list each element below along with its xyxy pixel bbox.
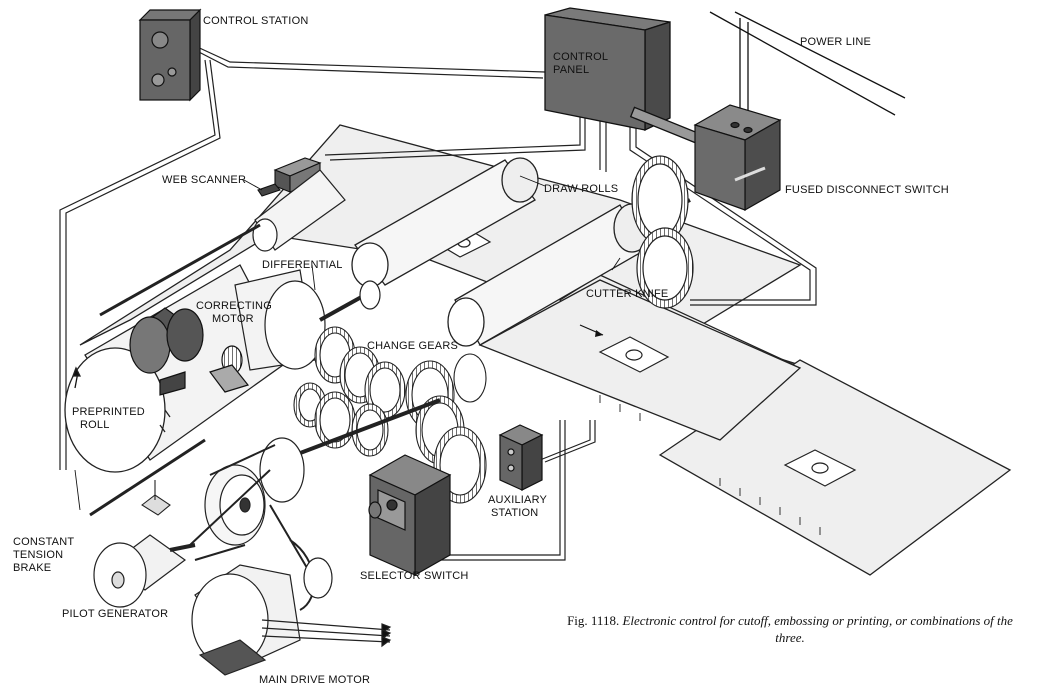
main-drive-motor bbox=[191, 564, 392, 676]
label-draw-rolls: DRAW ROLLS bbox=[544, 183, 618, 195]
label-control-station: CONTROL STATION bbox=[203, 15, 308, 27]
preprinted-roll bbox=[64, 264, 291, 473]
web-scanner bbox=[257, 157, 322, 197]
auxiliary-station bbox=[498, 424, 544, 491]
label-differential: DIFFERENTIAL bbox=[262, 259, 343, 271]
register-marks bbox=[438, 229, 857, 487]
wiring-conduit bbox=[59, 44, 817, 561]
change-gears bbox=[293, 326, 487, 504]
pilot-generator bbox=[93, 534, 196, 608]
selector-switch bbox=[368, 454, 452, 577]
label-change-gears: CHANGE GEARS bbox=[367, 340, 458, 352]
base-stand bbox=[89, 223, 261, 517]
label-constant-tension-1: CONSTANT bbox=[13, 536, 74, 548]
label-auxiliary-station-2: STATION bbox=[491, 507, 538, 519]
label-correcting-motor-1: CORRECTING bbox=[196, 300, 272, 312]
differential bbox=[234, 269, 381, 371]
label-power-line: POWER LINE bbox=[800, 36, 871, 48]
caption-text: Electronic control for cutoff, embossing… bbox=[622, 613, 1013, 645]
label-preprinted-roll-2: ROLL bbox=[80, 419, 110, 431]
control-station bbox=[138, 8, 202, 102]
cutter-gears bbox=[631, 155, 694, 309]
label-selector-switch: SELECTOR SWITCH bbox=[360, 570, 469, 582]
label-preprinted-roll-1: PREPRINTED bbox=[72, 406, 145, 418]
pulleys bbox=[189, 437, 333, 611]
label-auxiliary-station-1: AUXILIARY bbox=[488, 494, 548, 506]
caption-fig-number: Fig. 1118. bbox=[567, 613, 620, 628]
correcting-motor bbox=[129, 307, 250, 396]
label-fused-disconnect: FUSED DISCONNECT SWITCH bbox=[785, 184, 949, 196]
control-panel bbox=[544, 7, 701, 144]
label-correcting-motor-2: MOTOR bbox=[212, 313, 254, 325]
label-control-panel-1: CONTROL bbox=[553, 51, 608, 63]
label-main-drive-motor: MAIN DRIVE MOTOR bbox=[259, 674, 370, 686]
label-constant-tension-3: BRAKE bbox=[13, 562, 51, 574]
label-cutter-knife: CUTTER KNIFE bbox=[586, 288, 668, 300]
fused-disconnect-switch bbox=[693, 104, 782, 212]
label-control-panel-2: PANEL bbox=[553, 64, 589, 76]
label-constant-tension-2: TENSION bbox=[13, 549, 63, 561]
label-web-scanner: WEB SCANNER bbox=[162, 174, 246, 186]
figure-caption: Fig. 1118. Electronic control for cutoff… bbox=[560, 612, 1020, 646]
label-pilot-generator: PILOT GENERATOR bbox=[62, 608, 168, 620]
